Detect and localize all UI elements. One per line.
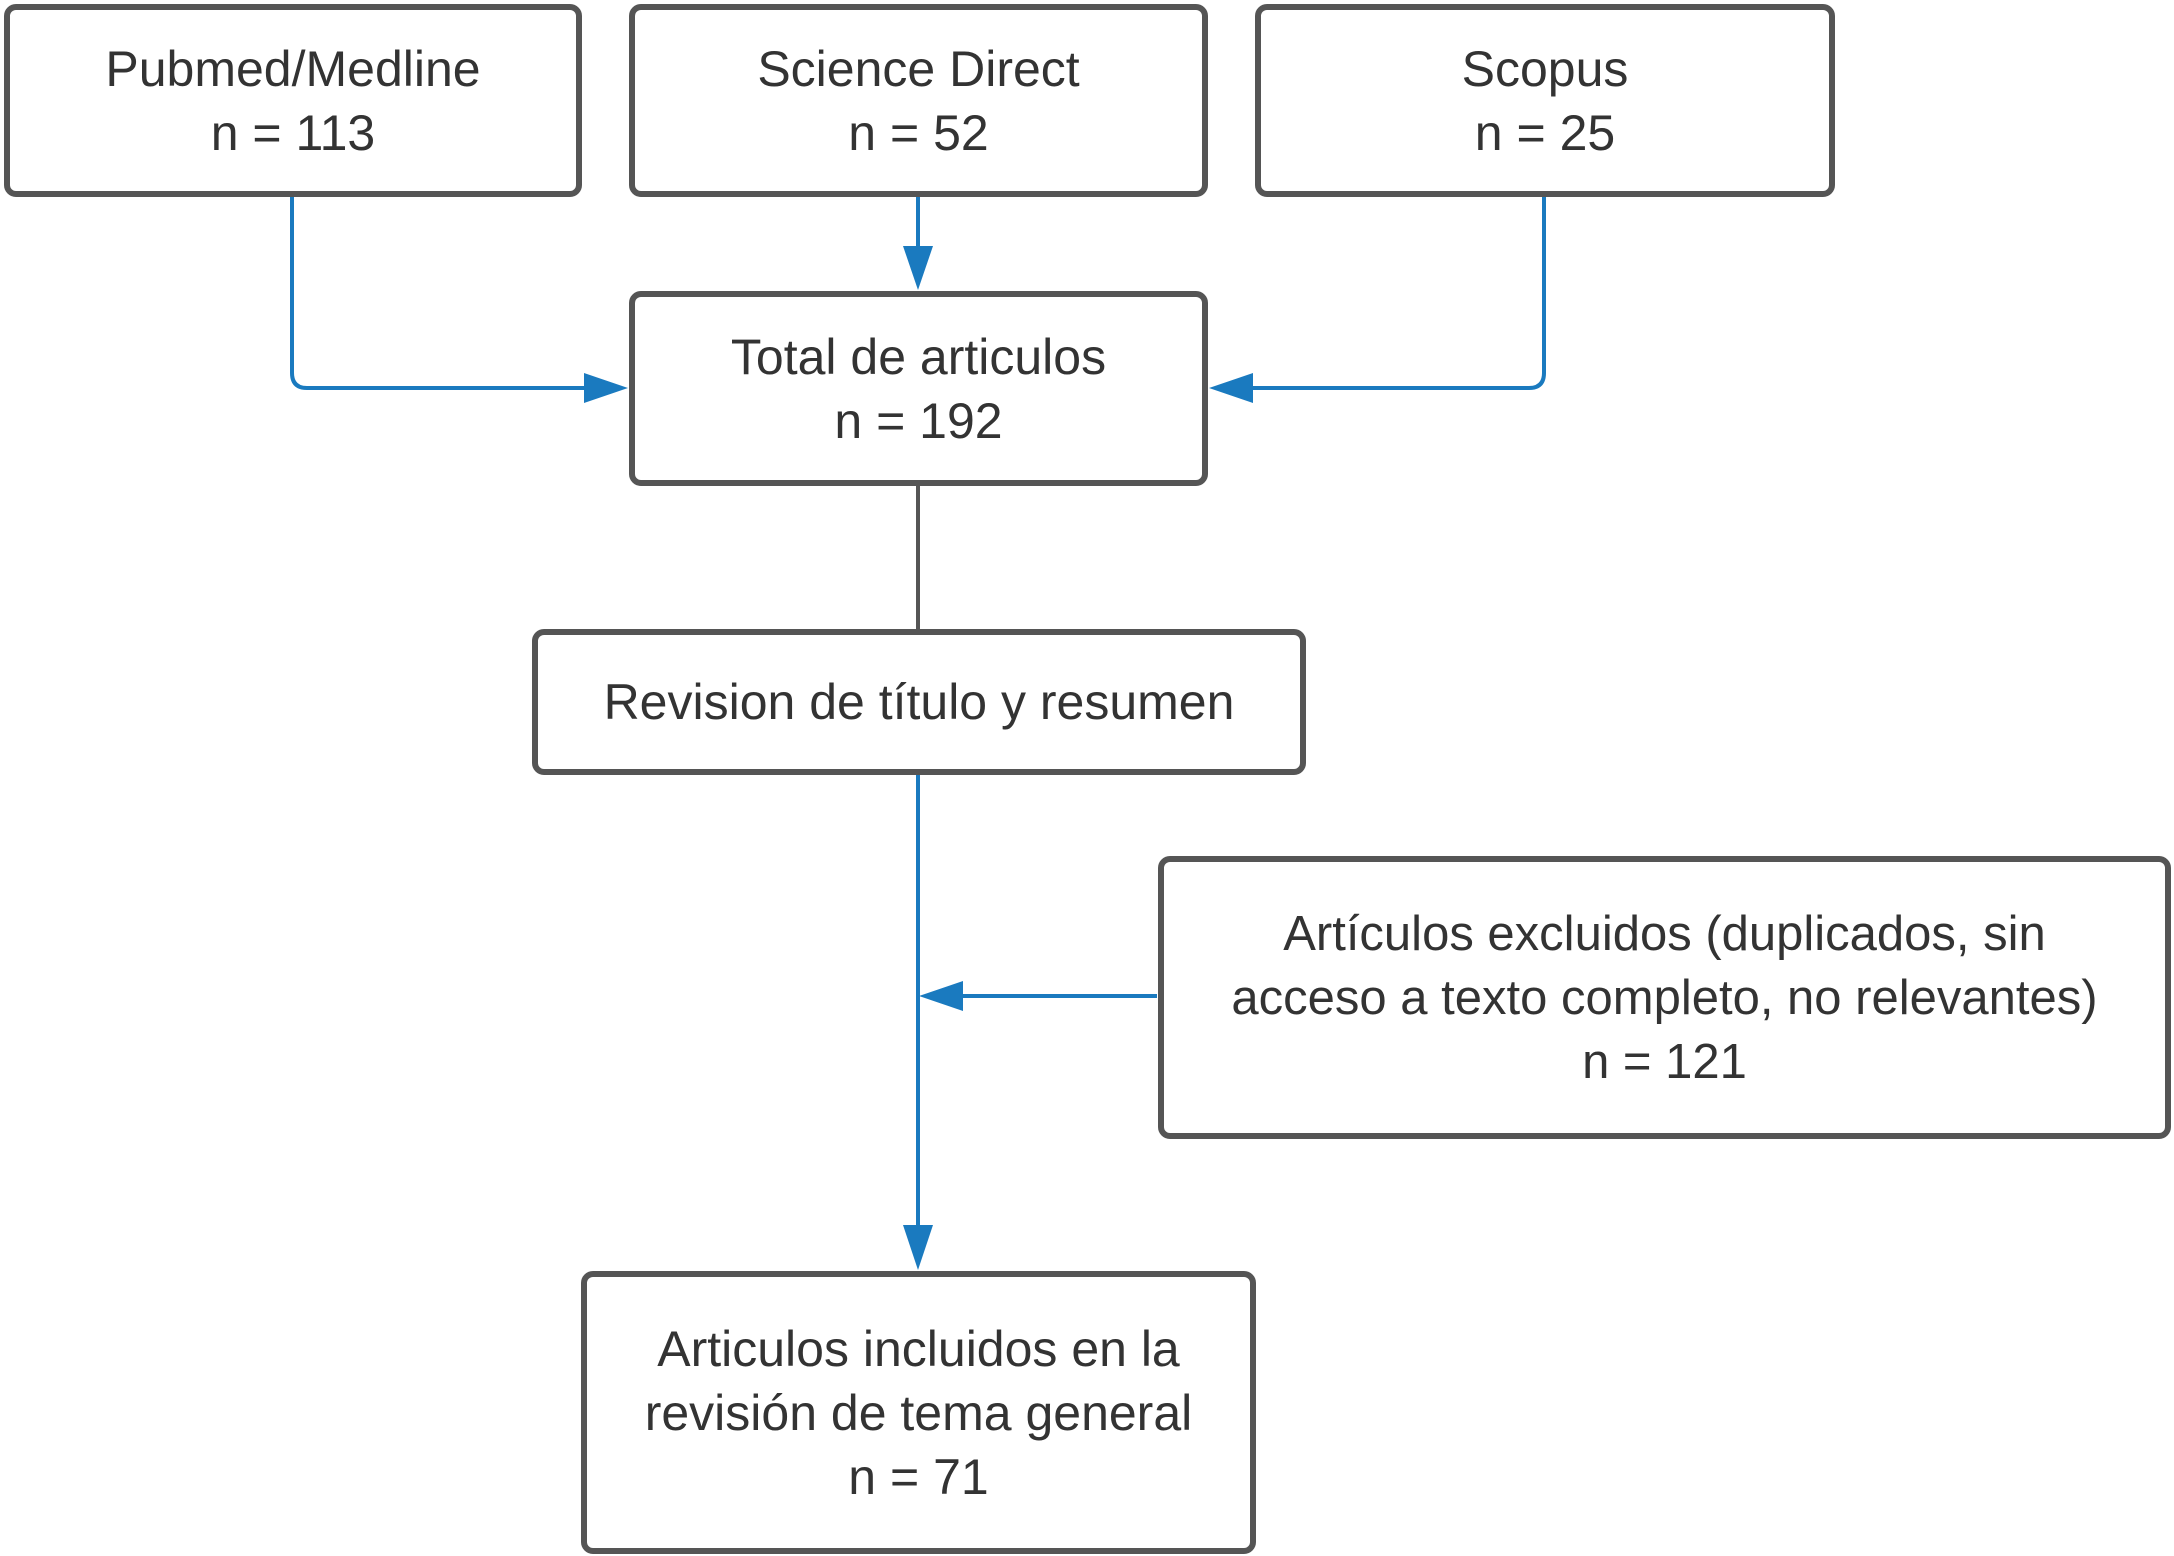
excluded-articles-box: Artículos excluidos (duplicados, sin acc… [1158,856,2171,1139]
included-articles-box: Articulos incluidos en la revisión de te… [581,1271,1256,1554]
included-count: n = 71 [848,1448,989,1505]
arrowhead-science-to-total [903,246,933,290]
arrowhead-scopus-to-total [1209,373,1253,403]
excluded-line-2: acceso a texto completo, no relevantes) [1231,970,2098,1025]
total-title: Total de articulos [730,328,1107,385]
review-step-label: Revision de título y resumen [603,674,1235,730]
arrowhead-pubmed-to-total [584,373,628,403]
source-title: Science Direct [757,40,1080,97]
arrowhead-excluded-to-flow [919,981,963,1011]
source-count: n = 25 [1474,104,1616,161]
source-box-science-direct: Science Direct n = 52 [629,4,1208,197]
source-count: n = 52 [848,104,989,161]
included-line-2: revisión de tema general [644,1384,1193,1441]
arrow-scopus-to-total [1246,197,1546,390]
review-step-box: Revision de título y resumen [532,629,1306,775]
excluded-line-1: Artículos excluidos (duplicados, sin [1283,906,2046,961]
arrowhead-revision-to-included [903,1225,933,1270]
source-title: Scopus [1461,40,1629,97]
included-line-1: Articulos incluidos en la [657,1320,1180,1377]
total-count: n = 192 [834,392,1003,449]
source-box-scopus: Scopus n = 25 [1255,4,1835,197]
source-title: Pubmed/Medline [105,40,481,97]
arrow-pubmed-to-total [290,197,590,390]
total-articles-box: Total de articulos n = 192 [629,291,1208,486]
excluded-count: n = 121 [1582,1034,1747,1089]
source-count: n = 113 [210,104,376,161]
source-box-pubmed: Pubmed/Medline n = 113 [4,4,582,197]
